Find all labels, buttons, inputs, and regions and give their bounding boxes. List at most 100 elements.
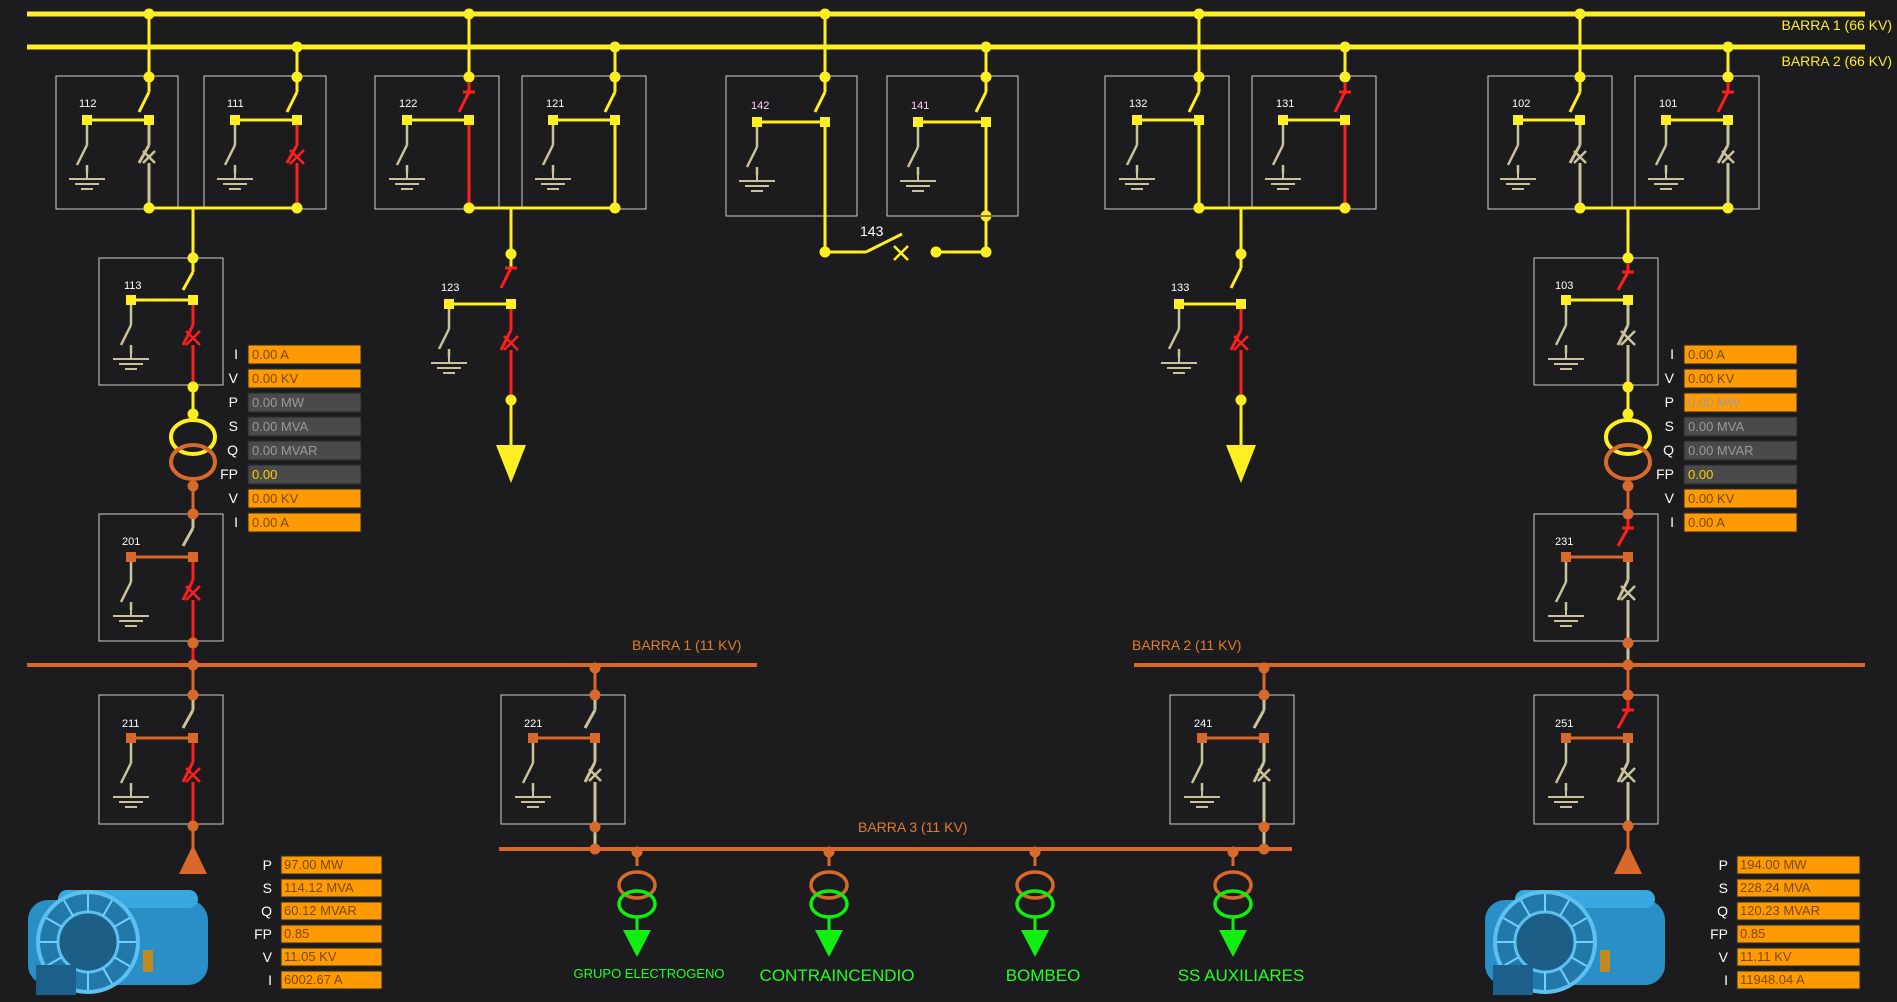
node-dot <box>187 637 199 649</box>
svg-text:0.00 KV: 0.00 KV <box>1688 371 1735 386</box>
disconnector-blade <box>583 709 597 729</box>
breaker-blade <box>181 761 195 783</box>
breaker-blade <box>1568 144 1582 164</box>
earth-switch-blade <box>1506 144 1520 166</box>
svg-text:FP: FP <box>1710 926 1728 942</box>
breaker-blade <box>1229 329 1243 351</box>
load-label-bombeo: BOMBEO <box>1006 966 1081 985</box>
meter-field <box>1683 440 1798 461</box>
svg-text:60.12 MVAR: 60.12 MVAR <box>284 903 357 918</box>
node-dot <box>1339 71 1351 83</box>
svg-text:114.12 MVA: 114.12 MVA <box>284 880 354 895</box>
node-dot <box>1622 637 1634 649</box>
generator-rib <box>45 956 63 967</box>
svg-text:120.23 MVAR: 120.23 MVAR <box>1740 903 1820 918</box>
switch-label-121: 121 <box>546 98 564 110</box>
meter-field <box>1683 464 1798 485</box>
transformer-hv-winding <box>1604 418 1652 456</box>
generator-rib <box>1502 956 1520 967</box>
ground-icon <box>1119 173 1155 190</box>
contact-square <box>1561 552 1571 562</box>
meter-field <box>247 344 362 365</box>
generator-left <box>28 890 208 995</box>
node-dot <box>1622 408 1634 420</box>
ground-icon <box>389 173 425 190</box>
disconnector-blade <box>974 91 988 113</box>
switch-frame-241 <box>1169 694 1295 825</box>
switch-frame-103 <box>1533 257 1659 386</box>
meter-field <box>247 440 362 461</box>
switch-label-201: 201 <box>122 536 140 548</box>
svg-text:P: P <box>229 394 238 410</box>
switch-label-131: 131 <box>1276 98 1294 110</box>
svg-text:Q: Q <box>1663 442 1674 458</box>
earth-switch-blade <box>745 146 759 168</box>
svg-text:0.00 MVAR: 0.00 MVAR <box>252 443 318 458</box>
earth-switch-blade <box>119 324 133 346</box>
switch-label-251: 251 <box>1555 718 1573 730</box>
contact-square <box>548 115 558 125</box>
meter-row: Q 0.00 MVAR <box>227 440 362 461</box>
disconnector-blade <box>181 527 195 547</box>
switch-label-133: 133 <box>1171 282 1189 294</box>
load-2 <box>809 846 849 957</box>
load-arrow <box>1021 930 1049 957</box>
node-dot <box>187 508 199 520</box>
ground-icon <box>1500 173 1536 190</box>
ground-icon <box>1161 357 1197 374</box>
contact-square <box>1197 733 1207 743</box>
contact-square <box>913 117 923 127</box>
svg-text:Q: Q <box>227 442 238 458</box>
svg-text:V: V <box>263 949 273 965</box>
svg-text:0.00 MVA: 0.00 MVA <box>252 419 308 434</box>
svg-text:V: V <box>229 490 239 506</box>
breaker-x-mark <box>1721 150 1735 164</box>
switch-label-142: 142 <box>751 100 769 112</box>
svg-text:S: S <box>229 418 238 434</box>
svg-text:0.00 A: 0.00 A <box>1688 515 1725 530</box>
load-transformer-secondary <box>617 889 657 919</box>
switch-frame-102 <box>1487 75 1613 210</box>
generator-rib <box>102 899 113 917</box>
disconnector-blade <box>1229 267 1243 289</box>
contact-square <box>82 115 92 125</box>
switch-frame-132 <box>1104 75 1230 210</box>
svg-text:194.00 MW: 194.00 MW <box>1740 857 1807 872</box>
switch-label-112: 112 <box>79 98 97 110</box>
generator-rib <box>45 917 63 928</box>
node-dot <box>143 71 155 83</box>
breaker-x-mark <box>185 330 201 346</box>
load-4 <box>1213 846 1253 957</box>
svg-text:97.00 MW: 97.00 MW <box>284 857 344 872</box>
breaker-x-mark <box>503 335 519 351</box>
breaker-blade <box>1616 761 1630 783</box>
cubicle-211 <box>113 689 201 832</box>
line-feeder-123 <box>431 208 526 483</box>
meter-field <box>1683 368 1798 389</box>
disconnector-blade <box>499 267 513 289</box>
disconnector-blade <box>1616 709 1630 729</box>
bus-label-barra3-11kv: BARRA 3 (11 KV) <box>858 819 967 835</box>
switch-frame-121 <box>521 75 647 210</box>
svg-text:I: I <box>234 514 238 530</box>
node-dot <box>1722 71 1734 83</box>
load-transformer-primary <box>809 870 849 900</box>
svg-text:FP: FP <box>1656 466 1674 482</box>
contact-square <box>126 295 136 305</box>
node-dot <box>609 71 621 83</box>
cubicle-103 <box>1548 208 1636 393</box>
meter-field <box>1683 488 1798 509</box>
switch-frame-141 <box>886 75 1019 217</box>
contact-square <box>1561 733 1571 743</box>
disconnector-blade <box>1716 91 1730 113</box>
